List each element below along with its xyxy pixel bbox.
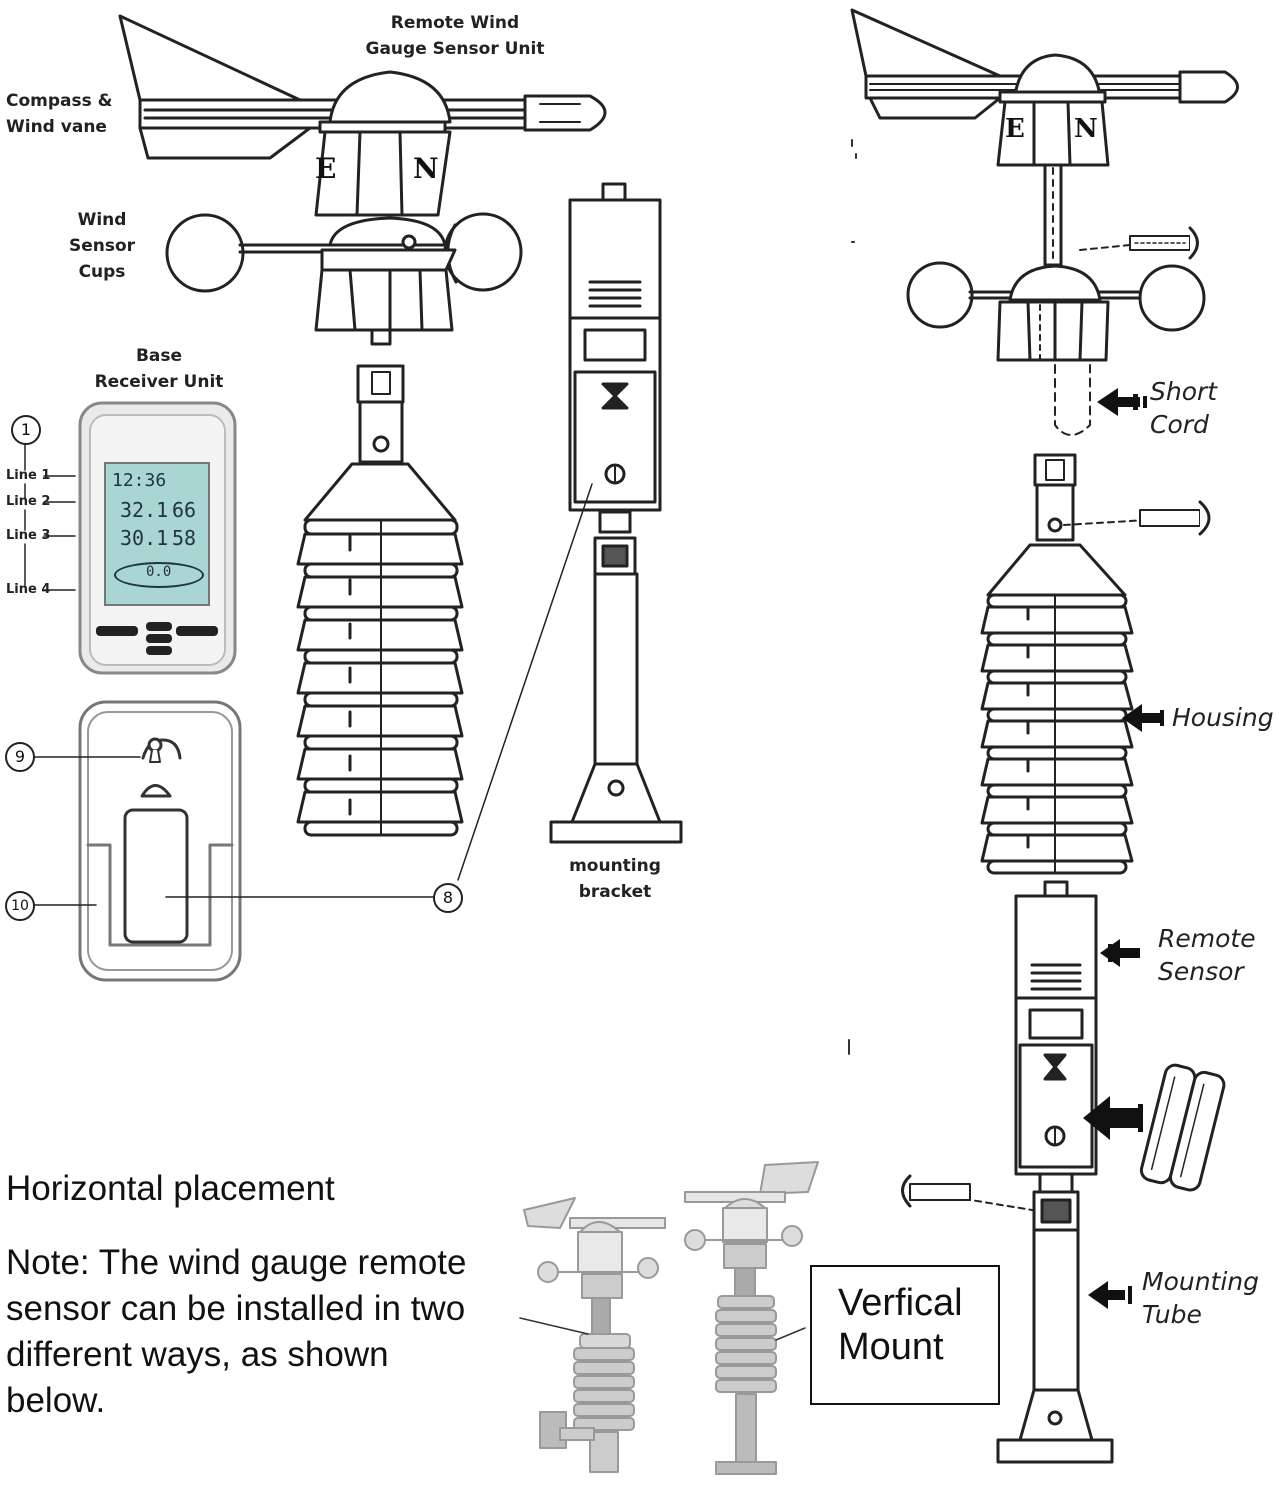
remote-wind-label-line2: Gauge Sensor Unit: [365, 39, 545, 59]
right-remote-sensor: [1014, 880, 1226, 1192]
line-4-label: Line 4: [6, 582, 51, 597]
receiver-lcd-screen: 12:36 32.1 66 30.1 58 0.0: [104, 462, 210, 606]
mounting-tube-line1: Mounting: [1142, 1267, 1260, 1296]
cups-label-line3: Cups: [78, 262, 126, 282]
right-vane-n-letter: N: [1074, 114, 1098, 144]
line-3-label: Line 3: [6, 528, 51, 543]
callout-1: 1: [11, 415, 41, 445]
base-receiver-label: Base Receiver Unit: [84, 343, 234, 395]
mounting-bracket-label: mounting bracket: [545, 853, 685, 905]
callout-10: 10: [5, 891, 35, 921]
vertical-mount-box: Verfical Mount: [810, 1265, 1000, 1405]
lcd-outdoor-temp: 32.1: [120, 498, 169, 522]
photo-horizontal-mount: [519, 1197, 666, 1473]
vertical-mount-line2: Mount: [838, 1326, 944, 1368]
short-cord-line1: Short: [1150, 377, 1218, 406]
right-wind-vane: [850, 8, 1239, 267]
mounting-label-line2: bracket: [578, 882, 652, 902]
remote-wind-label-line1: Remote Wind: [390, 13, 520, 33]
cups-label-line2: Sensor: [68, 236, 136, 256]
note-line1: Note: The wind gauge remote: [6, 1243, 467, 1282]
callout-8: 8: [433, 883, 463, 913]
mounting-tube-label: Mounting Tube: [1142, 1265, 1259, 1331]
base-label-line2: Receiver Unit: [94, 372, 224, 392]
left-wind-vane: [118, 14, 607, 217]
compass-wind-vane-label: Compass & Wind vane: [6, 88, 113, 140]
vane-n-letter: N: [413, 152, 439, 185]
right-vane-e-letter: E: [1005, 114, 1025, 144]
remote-sensor-line2: Sensor: [1158, 957, 1244, 986]
compass-label-line2: Wind vane: [6, 117, 107, 137]
mounting-tube-line2: Tube: [1142, 1300, 1202, 1329]
callout-9: 9: [5, 742, 35, 772]
vertical-mount-line1: Verfical: [838, 1282, 963, 1324]
cups-label-line1: Wind: [77, 210, 127, 230]
remote-sensor-label: Remote Sensor: [1158, 922, 1256, 988]
lcd-wind-ring: [114, 562, 204, 588]
mounting-label-line1: mounting: [569, 856, 661, 876]
horizontal-placement-heading: Horizontal placement: [6, 1169, 335, 1208]
line-2-label: Line 2: [6, 494, 51, 509]
right-wind-cups: [906, 261, 1206, 436]
base-label-line1: Base: [135, 346, 183, 366]
lcd-indoor-temp: 30.1: [120, 526, 169, 550]
line-1-label: Line 1: [6, 468, 51, 483]
left-remote-sensor: [549, 182, 683, 844]
left-wind-cups: [165, 212, 523, 346]
housing-label: Housing: [1172, 703, 1274, 732]
wind-sensor-cups-label: Wind Sensor Cups: [62, 207, 142, 285]
compass-label-line1: Compass &: [6, 91, 113, 111]
photo-vertical-mount: [684, 1161, 819, 1475]
short-cord-line2: Cord: [1150, 410, 1209, 439]
note-paragraph: Note: The wind gauge remote sensor can b…: [6, 1240, 466, 1424]
short-cord-label: Short Cord: [1150, 375, 1217, 441]
remote-sensor-line1: Remote: [1158, 924, 1256, 953]
left-stand: [33, 483, 593, 982]
note-line4: below.: [6, 1381, 106, 1420]
right-short-cord-arrow: [1097, 388, 1147, 416]
note-line2: sensor can be installed in two: [6, 1289, 466, 1328]
left-housing: [296, 364, 464, 837]
right-housing: [980, 453, 1211, 875]
vane-e-letter: E: [315, 152, 337, 185]
lcd-outdoor-humidity: 66: [172, 498, 197, 522]
stray-marks: [848, 139, 857, 1055]
lcd-wind-speed: 0.0: [146, 564, 172, 580]
lcd-indoor-humidity: 58: [172, 526, 197, 550]
lcd-time: 12:36: [112, 470, 167, 491]
note-line3: different ways, as shown: [6, 1335, 389, 1374]
remote-wind-gauge-label: Remote Wind Gauge Sensor Unit: [360, 10, 550, 62]
right-mounting-tube: [901, 1172, 1132, 1464]
